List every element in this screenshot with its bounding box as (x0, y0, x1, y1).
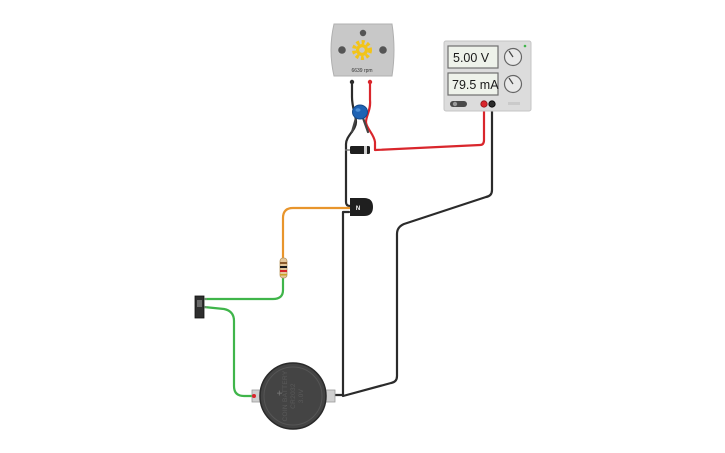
wire-supply-negative[interactable] (341, 102, 494, 398)
motor-terminal-negative[interactable] (349, 79, 355, 85)
motor-screw-left (338, 46, 346, 54)
current-display (447, 72, 499, 96)
voltage-readout: 5.00 V (453, 51, 490, 65)
wire-motor-negative[interactable] (344, 80, 358, 208)
capacitor-lead-left (350, 116, 358, 134)
wire-motor-positive[interactable] (364, 80, 486, 152)
wire-transistor-emitter[interactable] (333, 210, 351, 397)
diode[interactable] (345, 146, 370, 154)
battery-red-dot (252, 394, 256, 398)
supply-terminal-positive[interactable] (480, 100, 488, 108)
motor-screw-right (379, 46, 387, 54)
gear-icon (352, 40, 372, 60)
slide-switch[interactable] (194, 295, 207, 319)
battery-plus-sign: + (275, 390, 286, 396)
battery-label-line1: COIN BATTERY (282, 370, 289, 421)
motor-screw-top (359, 29, 367, 37)
supply-terminal-negative[interactable] (488, 100, 496, 108)
wire-resistor-switch[interactable] (203, 276, 285, 301)
capacitor-lead-right (361, 116, 370, 134)
voltage-knob[interactable] (503, 47, 523, 67)
dc-power-supply[interactable]: 5.00 V 79.5 mA (443, 40, 532, 112)
npn-transistor[interactable]: N (350, 198, 373, 216)
motor-terminal-positive[interactable] (367, 79, 373, 85)
transistor-label: N (356, 206, 360, 212)
resistor[interactable] (279, 257, 288, 279)
dc-motor[interactable]: 6639 rpm (330, 23, 395, 85)
supply-indicator-led (523, 44, 527, 48)
supply-logo-mark (508, 102, 520, 105)
battery-label-line3: 3.0V (298, 388, 305, 403)
current-knob[interactable] (503, 74, 523, 94)
power-switch-knob (452, 101, 458, 107)
coin-battery[interactable]: + COIN BATTERY CR2032 3.0V (251, 362, 336, 430)
battery-cell (259, 362, 327, 430)
ceramic-capacitor[interactable] (352, 104, 368, 120)
current-readout: 79.5 mA (452, 78, 499, 92)
battery-label-line2: CR2032 (290, 383, 297, 409)
wire-switch-battery[interactable] (202, 305, 254, 398)
wire-base-resistor[interactable] (281, 206, 354, 260)
voltage-display (447, 45, 499, 69)
power-switch[interactable] (450, 101, 467, 107)
wires (202, 80, 494, 398)
motor-speed-readout: 6639 rpm (351, 68, 372, 74)
